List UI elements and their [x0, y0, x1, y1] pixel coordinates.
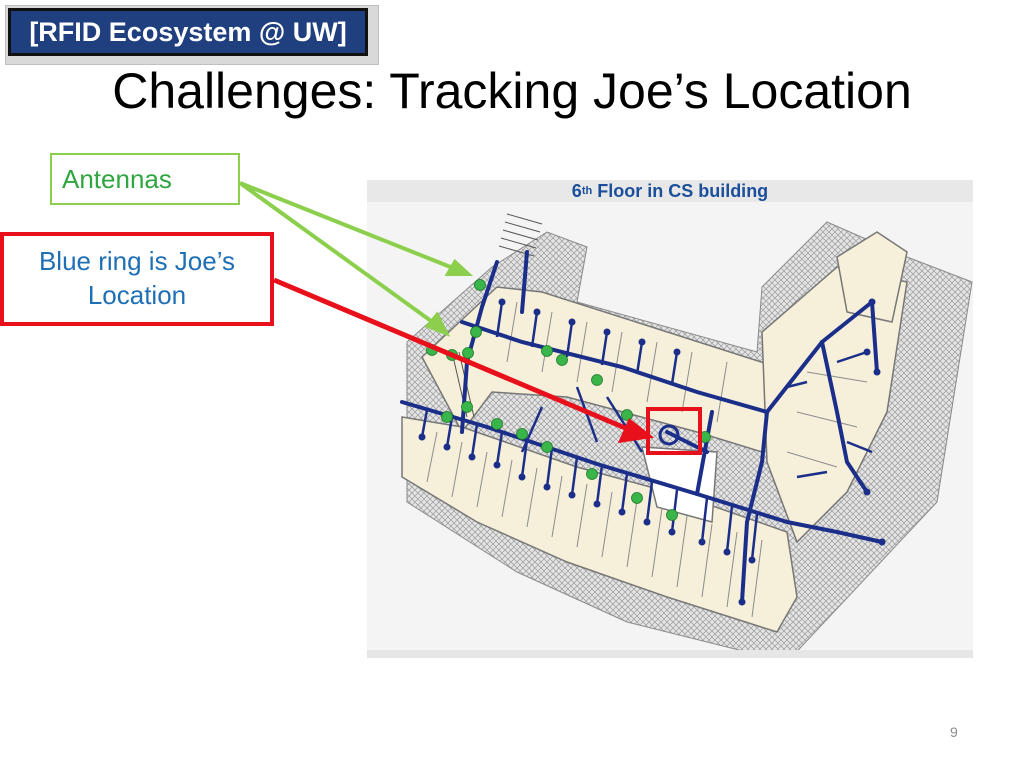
antennas-label: Antennas [62, 163, 172, 194]
joe-location-ring [658, 424, 680, 446]
antennas-callout: Antennas [50, 153, 240, 205]
caption-ordinal: th [581, 185, 593, 197]
caption-floor-number: 6 [571, 180, 582, 201]
blue-ring-label-line2: Location [87, 280, 187, 310]
floor-plan-image [400, 213, 973, 650]
blue-ring-callout: Blue ring is Joe’s Location [0, 232, 274, 326]
caption-text: Floor in CS building [592, 180, 769, 201]
map-footer-bar [367, 650, 973, 658]
tag-backdrop: [RFID Ecosystem @ UW] [5, 5, 379, 65]
blue-ring-label-line1: Blue ring is Joe’s [38, 246, 236, 277]
project-tag: [RFID Ecosystem @ UW] [8, 8, 368, 56]
building-outline [401, 213, 973, 650]
slide-title: Challenges: Tracking Joe’s Location [112, 63, 912, 119]
tracking-nodes [418, 298, 886, 606]
page-number: 9 [950, 724, 958, 740]
